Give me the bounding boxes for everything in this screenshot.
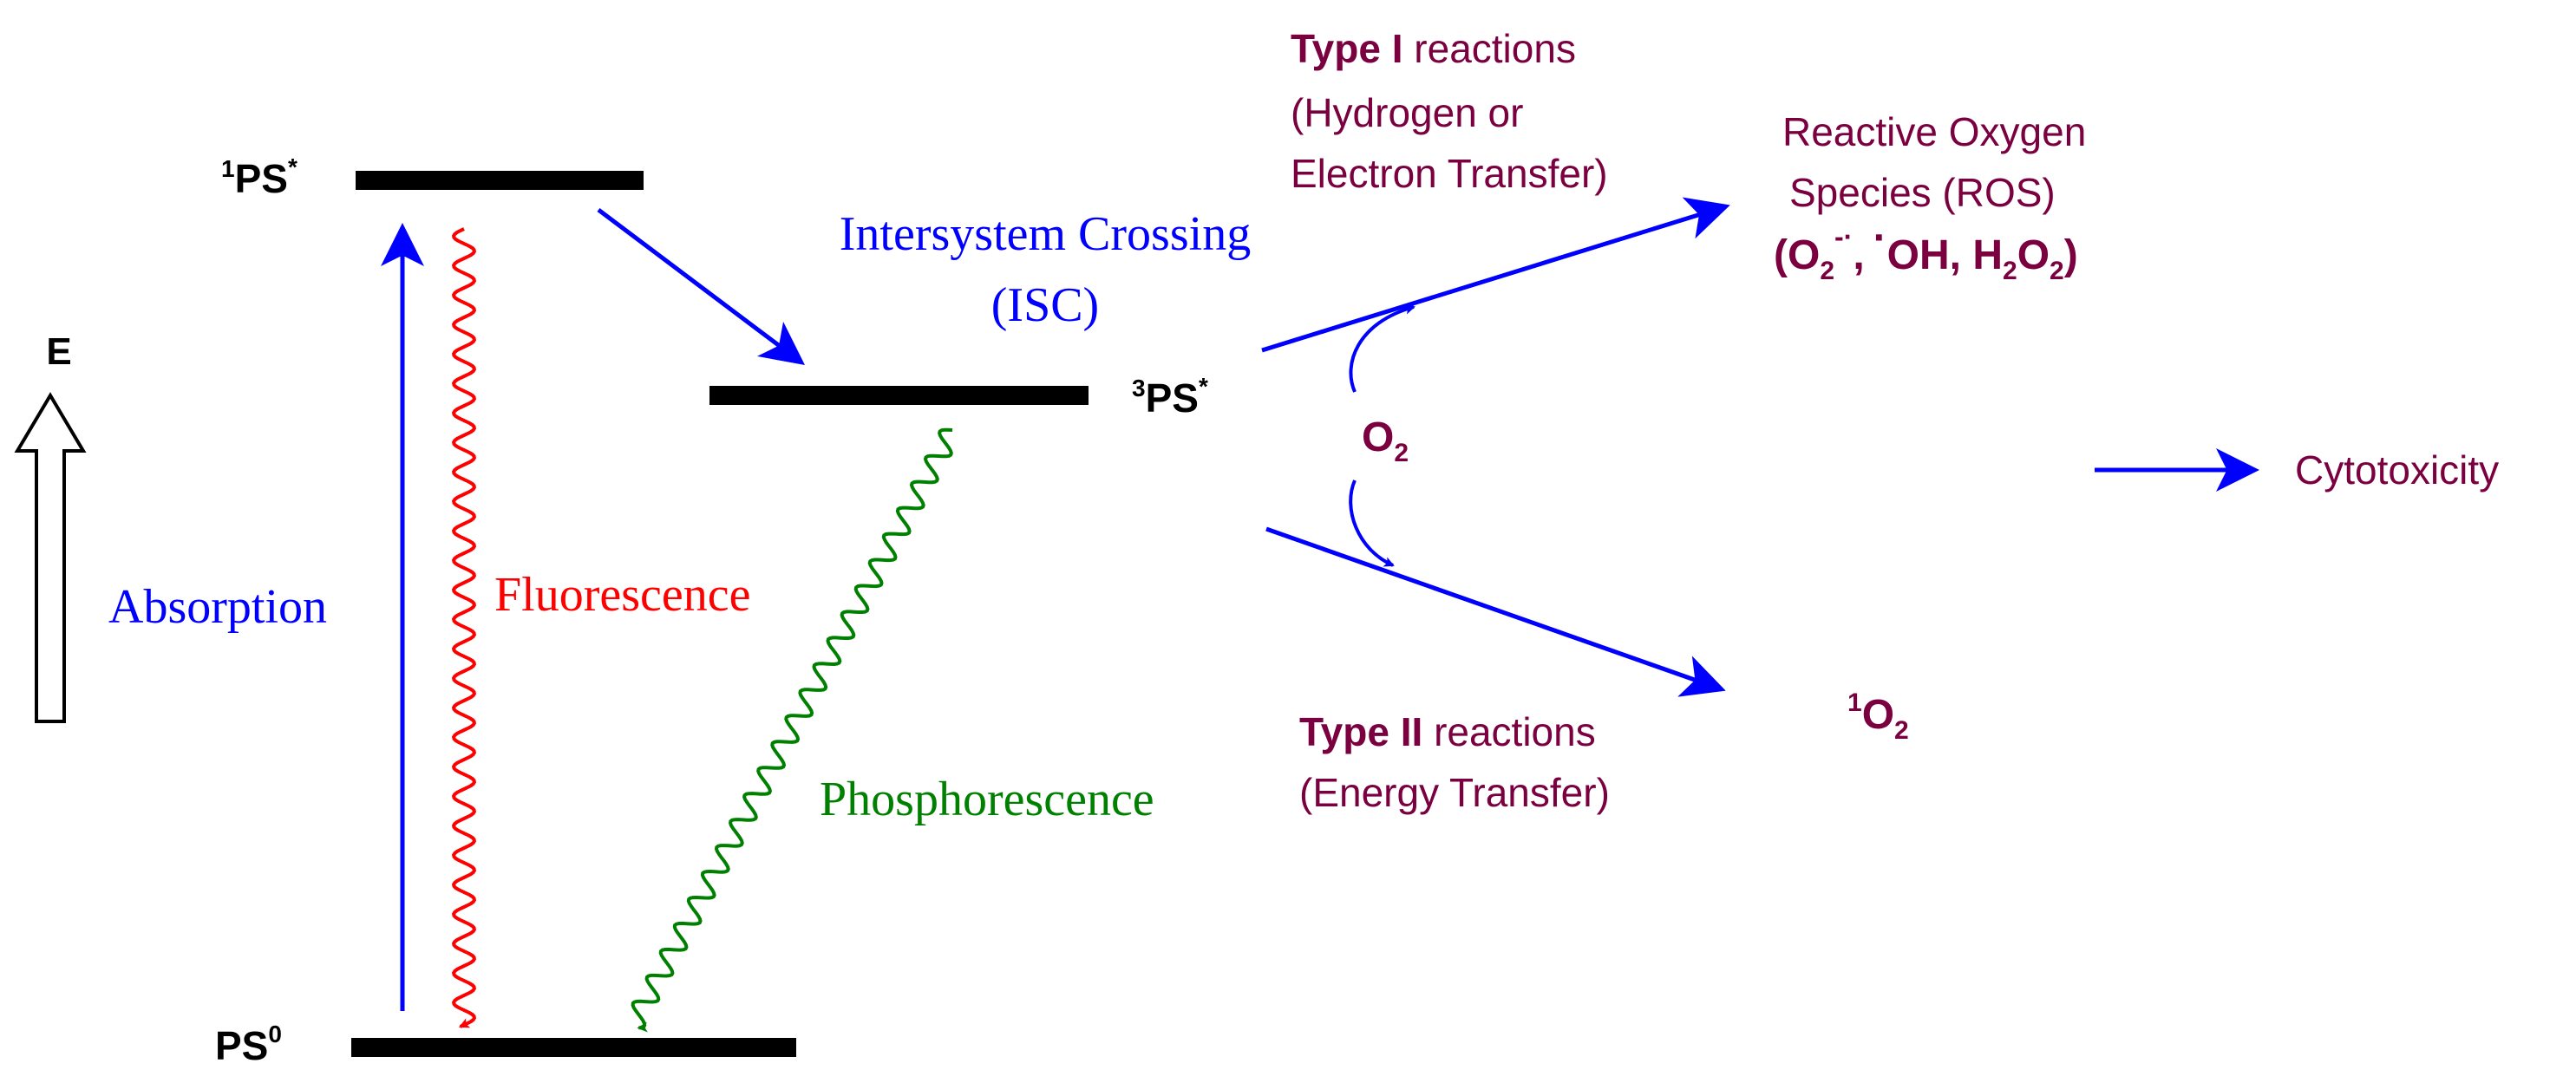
phosphorescence-label: Phosphorescence: [820, 773, 1154, 826]
ground-label: PS0: [215, 1021, 282, 1068]
triplet-excited-label: 3PS*: [1132, 373, 1208, 421]
ros-label-line2: Species (ROS): [1789, 170, 2056, 215]
phosphorescence-arrow: [631, 427, 953, 1033]
fluorescence-label: Fluorescence: [494, 568, 750, 622]
type1-label-line1: Type I reactions: [1291, 26, 1576, 71]
isc-label-line2: (ISC): [991, 278, 1099, 332]
cytotoxicity-label: Cytotoxicity: [2295, 447, 2499, 493]
ros-label-line1: Reactive Oxygen: [1782, 109, 2086, 154]
type1-label-line2: (Hydrogen or: [1291, 90, 1523, 135]
absorption-label: Absorption: [108, 580, 327, 634]
type1-arrow: [1261, 197, 1730, 353]
type2-label-line1: Type II reactions: [1299, 709, 1596, 754]
singlet-excited-label: 1PS*: [221, 153, 297, 201]
energy-axis-arrow: [14, 392, 87, 723]
energy-axis-label: E: [46, 330, 71, 373]
isc-label-line1: Intersystem Crossing: [840, 207, 1251, 261]
type1-label-line3: Electron Transfer): [1291, 151, 1608, 196]
ros-species: (O2-·,·OH, H2O2): [1774, 215, 2078, 285]
type2-arrow: [1265, 526, 1726, 697]
oxygen-label: O2: [1362, 414, 1409, 467]
oxygen-curve-down-arrow: [1349, 480, 1395, 567]
isc-arrow: [597, 208, 805, 366]
singlet-oxygen-label: 1O2: [1847, 688, 1909, 745]
type2-label-line2: (Energy Transfer): [1299, 770, 1610, 815]
oxygen-curve-up-arrow: [1349, 303, 1415, 393]
fluorescence-arrow: [451, 227, 477, 1028]
